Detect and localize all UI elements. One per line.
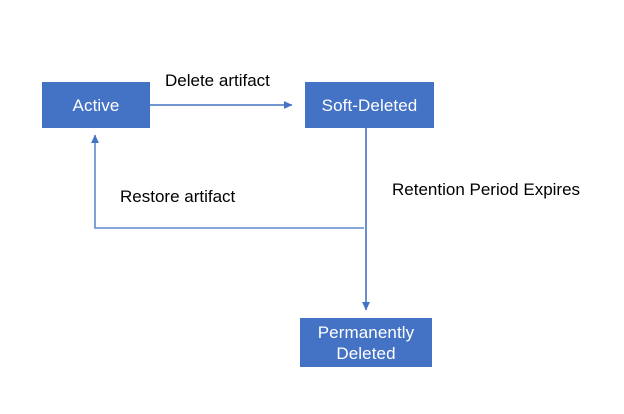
state-node-permanently-deleted-label-line1: Permanently xyxy=(317,322,415,342)
state-node-active[interactable]: Active xyxy=(42,82,150,128)
state-node-active-label: Active xyxy=(72,95,120,115)
edge-label-restore-artifact: Restore artifact xyxy=(120,187,236,206)
state-node-soft-deleted[interactable]: Soft-Deleted xyxy=(305,82,434,128)
state-node-soft-deleted-label: Soft-Deleted xyxy=(321,95,418,115)
edge-label-delete-artifact: Delete artifact xyxy=(165,71,270,90)
edge-label-retention-period-expires: Retention Period Expires xyxy=(392,180,581,199)
state-node-permanently-deleted-label: Permanently Deleted xyxy=(318,322,415,364)
state-node-permanently-deleted-label-line2: Deleted xyxy=(336,343,396,363)
edge-soft-deleted-to-active-restore xyxy=(91,134,364,229)
state-node-permanently-deleted[interactable]: Permanently Deleted xyxy=(300,318,432,367)
